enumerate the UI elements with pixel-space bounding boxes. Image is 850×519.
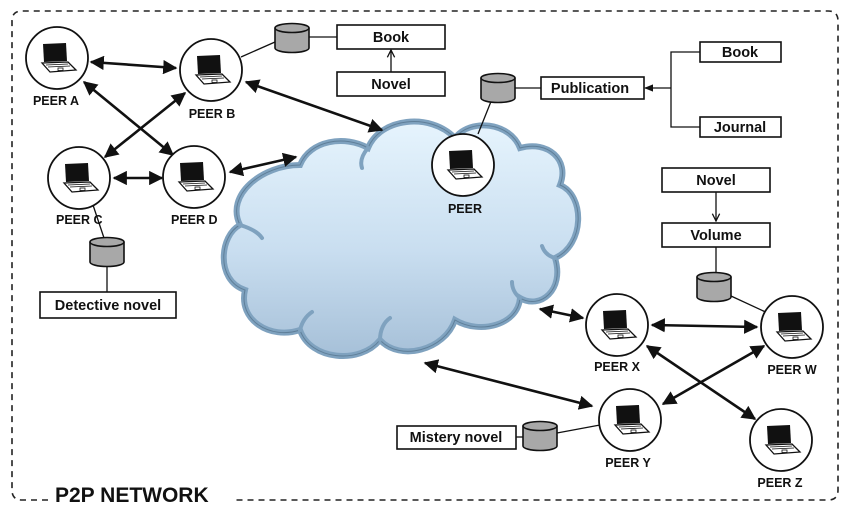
svg-text:Mistery novel: Mistery novel xyxy=(410,430,503,446)
schema-box-book-2: Book xyxy=(699,41,782,63)
svg-text:Volume: Volume xyxy=(690,228,741,244)
peer-node-y[interactable]: PEER Y xyxy=(598,388,662,470)
connector-b-db xyxy=(240,41,276,58)
link-b-cloud xyxy=(244,79,384,133)
peer-node-b[interactable]: PEER B xyxy=(179,38,243,121)
database-icon xyxy=(522,420,558,452)
svg-text:Book: Book xyxy=(722,45,759,61)
link-d-cloud xyxy=(228,152,298,177)
connector-c-db xyxy=(92,204,105,239)
link-a-d xyxy=(82,80,175,157)
svg-text:Detective novel: Detective novel xyxy=(55,298,161,314)
svg-text:Publication: Publication xyxy=(551,81,629,97)
network-boundary xyxy=(11,10,839,501)
peer-node-d[interactable]: PEER D xyxy=(162,145,226,227)
svg-text:PEER: PEER xyxy=(448,202,482,216)
svg-text:Novel: Novel xyxy=(696,173,736,189)
svg-text:PEER W: PEER W xyxy=(767,363,817,377)
peer-node-z[interactable]: PEER Z xyxy=(749,408,813,490)
peer-node-w[interactable]: PEER W xyxy=(760,295,824,377)
connector-db-y xyxy=(556,424,601,434)
svg-text:PEER X: PEER X xyxy=(594,360,641,374)
svg-text:Novel: Novel xyxy=(371,77,411,93)
schema-box-novel-2: Novel xyxy=(661,167,771,193)
schema-box-detective-novel: Detective novel xyxy=(39,291,177,319)
link-cloud-x xyxy=(538,304,585,323)
database-icon xyxy=(696,271,732,303)
svg-text:PEER A: PEER A xyxy=(33,94,79,108)
svg-text:PEER C: PEER C xyxy=(56,213,103,227)
schema-box-mistery-novel: Mistery novel xyxy=(396,425,517,450)
database-icon xyxy=(274,22,310,54)
schema-box-novel: Novel xyxy=(336,71,446,97)
link-b-c xyxy=(103,91,187,159)
svg-text:PEER Y: PEER Y xyxy=(605,456,651,470)
svg-text:PEER B: PEER B xyxy=(189,107,236,121)
arrow-book-journal-publication xyxy=(645,51,700,128)
schema-box-publication: Publication xyxy=(540,76,645,100)
database-icon xyxy=(89,236,125,268)
svg-text:Journal: Journal xyxy=(714,120,766,136)
schema-box-journal: Journal xyxy=(699,116,782,138)
svg-text:PEER D: PEER D xyxy=(171,213,218,227)
peer-node-x[interactable]: PEER X xyxy=(585,293,649,374)
link-w-y xyxy=(661,344,766,406)
schema-box-book: Book xyxy=(336,24,446,50)
schema-box-volume: Volume xyxy=(661,222,771,248)
svg-text:Book: Book xyxy=(373,30,410,46)
peer-node-cloud[interactable]: PEER xyxy=(431,133,495,216)
link-cloud-y xyxy=(423,359,594,410)
connector-peer-db xyxy=(477,98,493,135)
link-x-w xyxy=(650,318,759,334)
link-a-b xyxy=(89,55,178,75)
peer-node-a[interactable]: PEER A xyxy=(25,26,89,108)
database-icon xyxy=(480,72,516,104)
peer-node-c[interactable]: PEER C xyxy=(47,146,111,227)
cloud-icon xyxy=(220,118,582,359)
network-title: P2P NETWORK xyxy=(55,484,209,507)
svg-text:PEER Z: PEER Z xyxy=(757,476,803,490)
